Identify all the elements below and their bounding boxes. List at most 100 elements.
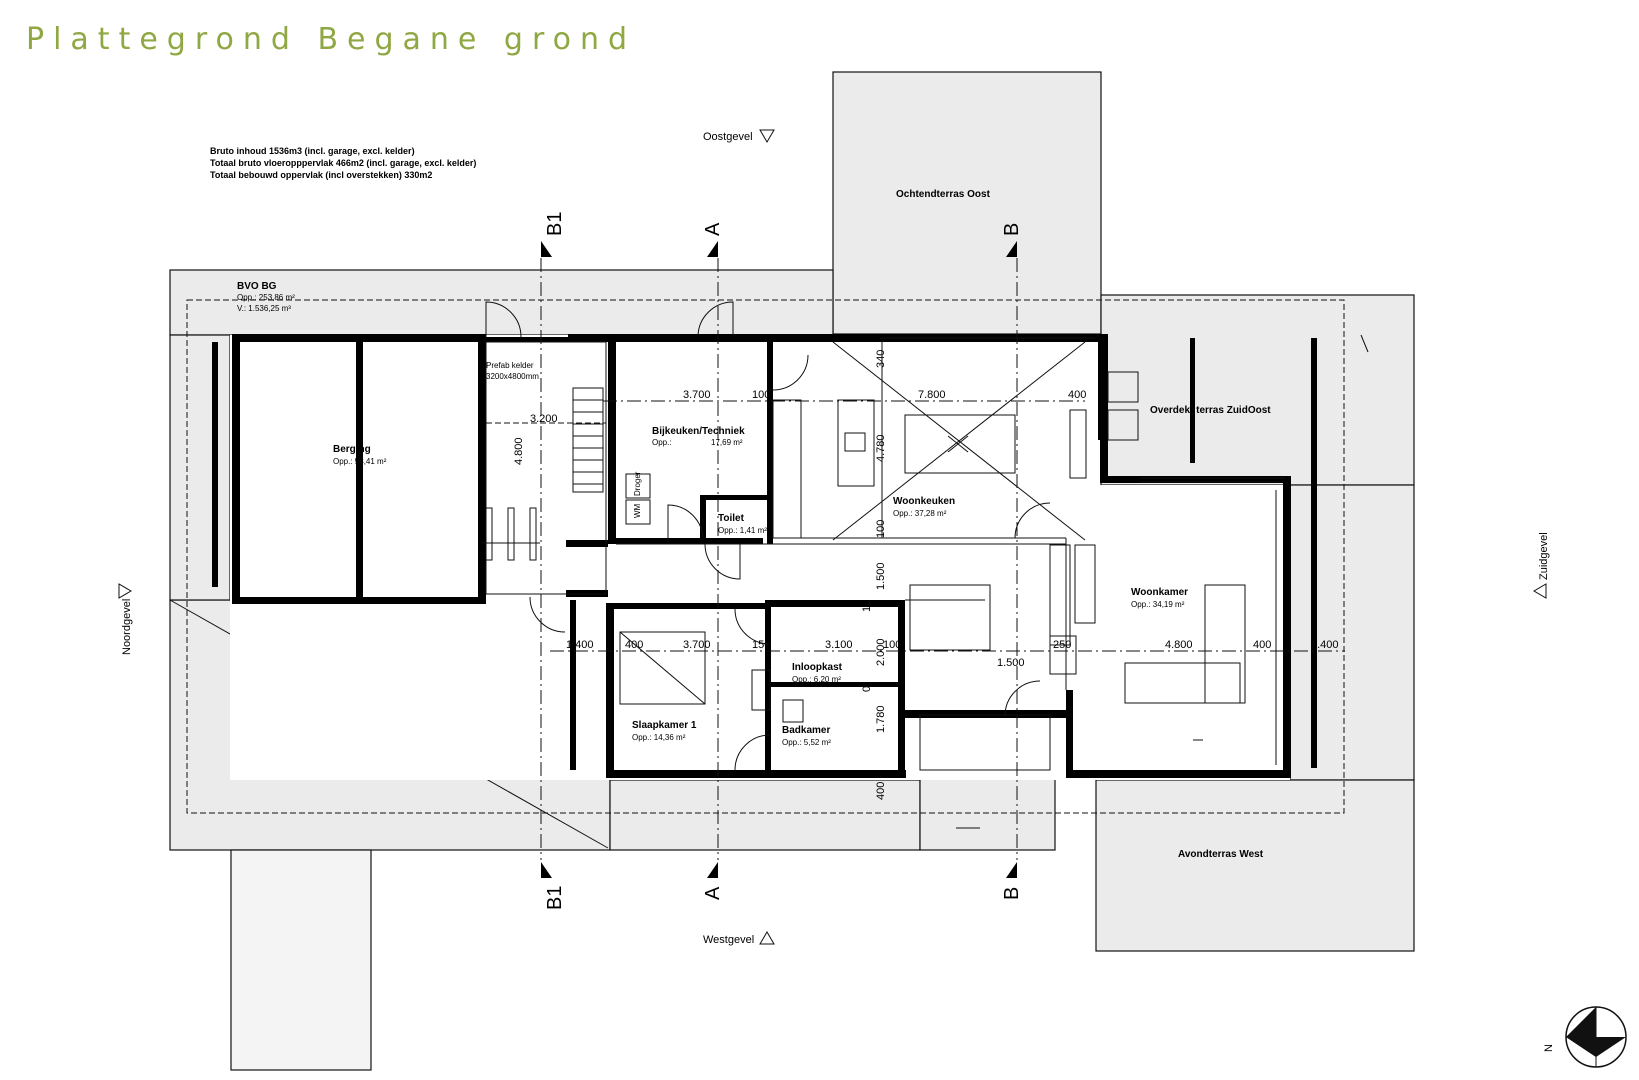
stair-wall-bottom [905,710,1070,718]
fireplace [1049,635,1077,675]
east-terrace-wall [1098,340,1104,440]
appliance-wm-label: WM [633,503,642,518]
lounge-chair-2 [1107,409,1139,441]
dim-3200: 3.200 [530,413,558,425]
dim-250: 250 [1053,639,1071,651]
terrace-west-label: Avondterras West [1178,849,1264,860]
gevels: Oostgevel Westgevel Noordgevel Zuidgevel [118,129,1550,946]
compass: N [1543,1006,1627,1068]
dim-1780: 1.780 [875,705,887,733]
dim-100-top: 100 [752,389,770,401]
sofa-l-2 [1204,584,1246,704]
terrace-labels: Ochtendterras Oost Overdekt terras ZuidO… [896,189,1271,860]
door-front [529,596,566,633]
gevel-zuid-icon [1533,583,1547,599]
dim-1500-h: 1.500 [997,657,1025,669]
dim-1500-v: 1.500 [875,562,887,590]
compass-label: N [1543,1044,1555,1052]
stair-main [909,584,991,651]
kitchen-counter [772,399,802,539]
door-badkamer [734,734,771,771]
dim-400-top: 400 [1068,389,1086,401]
sink [844,432,866,452]
door-kitchen [772,354,809,391]
room-kelder-size: 3200x4800mm [486,372,539,381]
inloopkast-wall-top [765,600,905,607]
dim-150: 150 [752,639,770,651]
bvo-label: BVO BG [237,281,277,292]
woonkamer-wall-right [1283,476,1291,776]
west-column [570,600,576,770]
room-kelder-name: Prefab kelder [486,361,534,370]
dim-0-v: 0 [861,686,873,692]
appliance-droger-label: Droger [633,471,642,496]
appliance-droger [625,473,651,499]
woonkamer-wall-bottom [1066,770,1291,778]
diag-top-right [1360,334,1369,353]
gevel-oost-icon [759,129,775,143]
slaapkamer-wall-left [606,603,614,778]
washbasin-bad [751,669,771,711]
room-woonkeuken-opp: Opp.: 37,28 m² [893,509,947,518]
dim-100-l: 100 [883,639,901,651]
compass-arrow-half [1566,1007,1596,1057]
terrace-zuidoost-label: Overdekt terras ZuidOost [1150,405,1271,416]
overhang-outline [186,299,1345,814]
dim-1400-l: 1.400 [566,639,594,651]
dining-table [904,414,1016,474]
room-bijkeuken-opp: 17,69 m² [711,438,743,447]
room-bijkeuken-name: Bijkeuken/Techniek [652,426,745,437]
walls [212,334,1317,778]
inloopkast-wall-right [898,600,905,778]
stair-kelder-treads [573,399,603,485]
slaapkamer-wall-top [606,603,766,609]
terrace-column-2 [1311,338,1317,768]
label-a-bot: A [702,886,724,900]
terraces [169,71,1415,1071]
bikes [482,507,540,561]
label-b-top: B [1001,223,1023,236]
door-hall [704,543,741,580]
room-woonkamer-opp: Opp.: 34,19 m² [1131,600,1185,609]
kelder-outline [485,341,607,595]
door-entrance [1004,680,1041,717]
kelder-wall-top [486,337,568,342]
dim-340: 340 [875,350,887,368]
doors [485,301,1051,771]
dim-4800-h: 4.800 [1165,639,1193,651]
interior-lines [485,337,1285,765]
dim-3100: 3.100 [825,639,853,651]
room-slaapkamer-name: Slaapkamer 1 [632,720,697,731]
paving-north-side [169,334,231,601]
terrace-oost-label: Ochtendterras Oost [896,189,991,200]
room-woonkeuken-name: Woonkeuken [893,496,955,507]
bijkeuken-wall-right [767,342,773,544]
dim-1400-r: 1.400 [1311,639,1339,651]
dim-10-v: 10 [861,600,873,612]
room-inloopkast-opp: Opp.: 6,20 m² [792,675,841,684]
dim-400-v: 400 [875,782,887,800]
section-markers: B1 A B B1 A B [541,212,1023,910]
dim-3700-l: 3.700 [683,639,711,651]
kitchen-cabinet-right [1069,409,1087,479]
dim-4780: 4.780 [875,434,887,462]
lounge-chair-1 [1107,371,1139,403]
info-line-3: Totaal bebouwd oppervlak (incl overstekk… [210,170,432,180]
room-berging-opp: Opp.: 58,41 m² [333,457,387,466]
dim-400-l: 400 [625,639,643,651]
bvo-volume: V.: 1.536,25 m³ [237,304,291,313]
label-a-top: A [702,222,724,236]
room-badkamer-opp: Opp.: 5,52 m² [782,738,831,747]
door-kelder [485,301,522,338]
room-toilet-opp: Opp.: 1,41 m² [718,526,767,535]
door-slaapkamer [734,608,771,645]
label-b1-bot: B1 [544,886,566,910]
room-berging-name: Berging [333,444,371,455]
marker-b-top [1006,241,1017,257]
slaapkamer-wall-right [765,603,771,773]
dim-400-r: 400 [1253,639,1271,651]
dim-100-v: 100 [875,520,887,538]
gevel-noord: Noordgevel [121,599,133,655]
marker-b1-bot [541,862,552,878]
